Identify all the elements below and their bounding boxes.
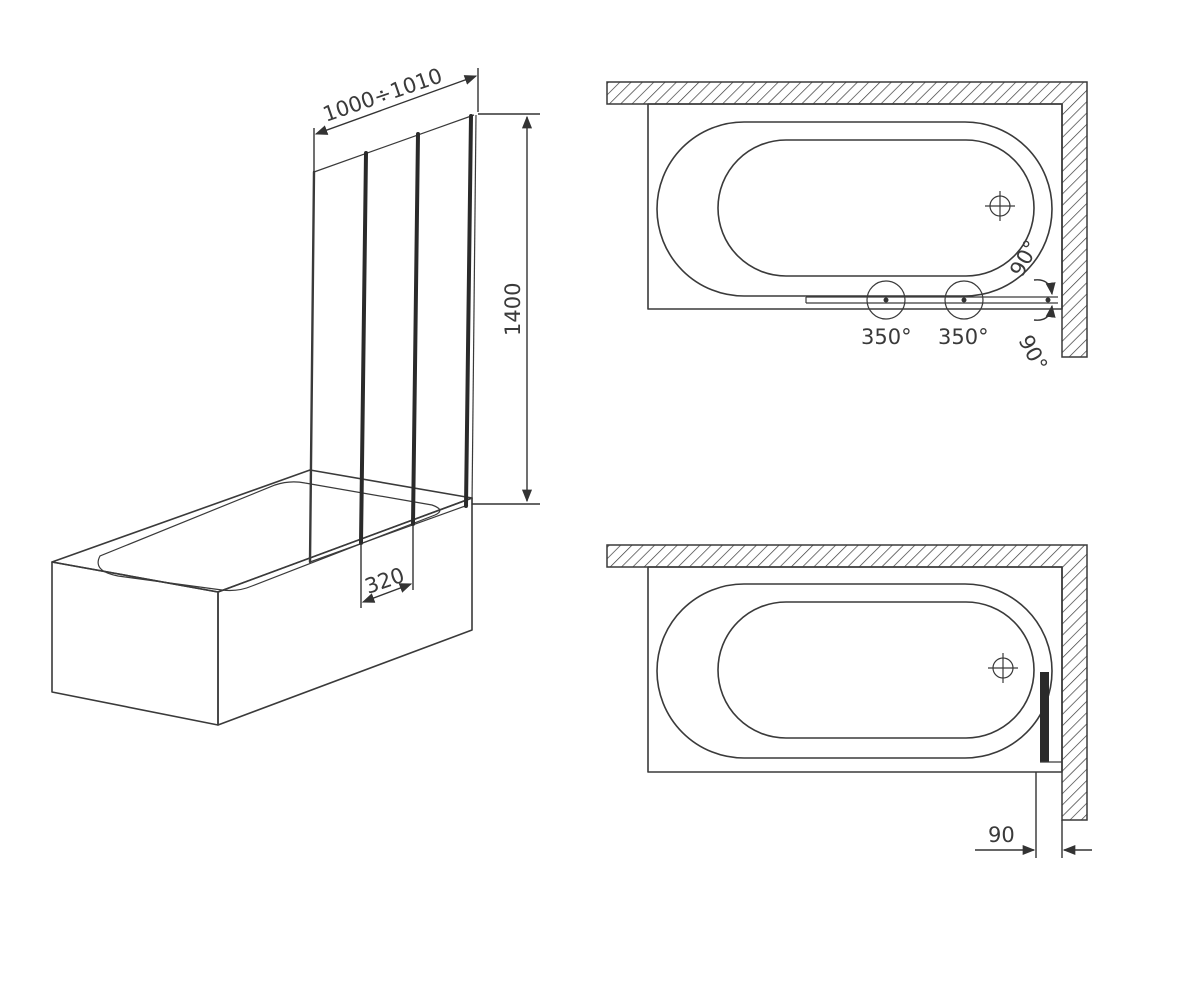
isometric-view: 1000÷1010 1400 320 bbox=[51, 64, 540, 726]
folded-depth-dimension: 90 bbox=[975, 772, 1092, 858]
drain-icon-lower bbox=[988, 653, 1018, 683]
plan-view-folded: 90 bbox=[606, 544, 1092, 858]
width-range-label: 1000÷1010 bbox=[320, 64, 446, 127]
wall-hatched-lower bbox=[606, 544, 1088, 821]
screen-rail bbox=[805, 296, 1058, 304]
bathtub-rim bbox=[656, 121, 1053, 297]
panel-width-label: 320 bbox=[362, 563, 408, 599]
angle-bottom-label: 90° bbox=[1014, 331, 1053, 375]
wall-hatched bbox=[606, 81, 1088, 358]
rotation-circle-left bbox=[866, 280, 906, 320]
shower-screen bbox=[308, 114, 477, 564]
height-dimension: 1400 bbox=[472, 113, 540, 505]
rotation-left-label: 350° bbox=[861, 325, 912, 349]
bathtub-outline-lower bbox=[647, 566, 1063, 773]
height-label: 1400 bbox=[501, 283, 525, 336]
bathtub-box bbox=[51, 469, 473, 726]
angle-top-label: 90° bbox=[1005, 236, 1044, 280]
bathtub-outline bbox=[647, 103, 1063, 310]
rotation-circle-right bbox=[944, 280, 984, 320]
bathtub-basin-lower bbox=[717, 601, 1035, 739]
rotation-right-label: 350° bbox=[938, 325, 989, 349]
bathtub-rim-lower bbox=[656, 583, 1053, 759]
plan-view-open: 350° 350° 90° 90° bbox=[606, 81, 1088, 375]
drain-icon bbox=[985, 191, 1015, 221]
folded-depth-label: 90 bbox=[988, 823, 1015, 847]
panel-width-dimension: 320 bbox=[360, 526, 414, 608]
bathtub-basin bbox=[717, 139, 1035, 277]
folded-screen-stack bbox=[1040, 672, 1049, 762]
width-dimension: 1000÷1010 bbox=[313, 64, 479, 172]
